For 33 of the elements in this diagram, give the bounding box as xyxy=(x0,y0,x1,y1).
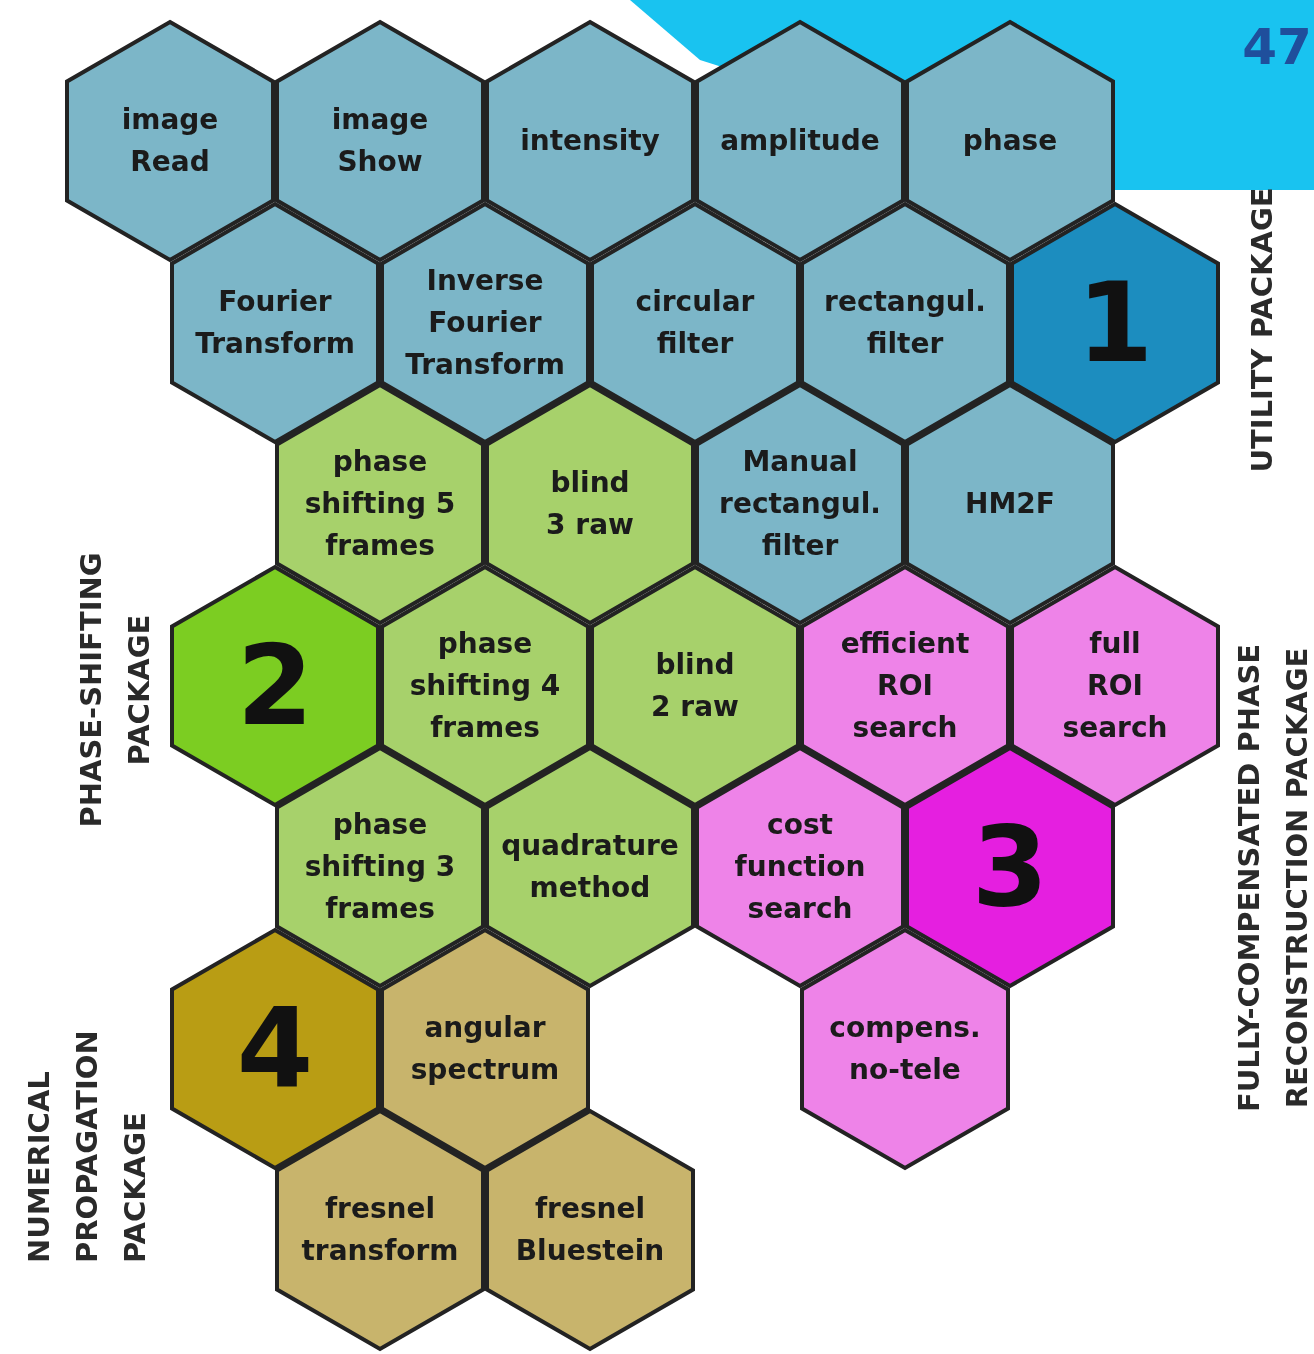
package-title: UTILITY PACKAGE xyxy=(1244,186,1280,475)
tile-label: phase shifting 4 frames xyxy=(408,625,562,746)
tile-label: blind 3 raw xyxy=(545,465,635,543)
tile-label: Fourier Transform xyxy=(194,283,356,362)
tile-label: intensity xyxy=(519,123,661,159)
tile-label: quadrature method xyxy=(500,828,680,906)
tile-label: phase shifting 3 frames xyxy=(303,807,457,927)
page-number: 47 xyxy=(1242,17,1312,77)
package-title: NUMERICAL PROPAGATION PACKAGE xyxy=(21,1029,153,1263)
tile-label: circular filter xyxy=(634,283,756,362)
tile-label: image Show xyxy=(330,102,430,180)
tile-label: phase xyxy=(961,123,1059,159)
tile-label: Manual rectangul. filter xyxy=(718,444,882,564)
tile-label: fresnel Bluestein xyxy=(514,1191,666,1269)
tile-label: image Read xyxy=(120,102,220,180)
tile-label: cost function search xyxy=(733,807,867,927)
tile-label: full ROI search xyxy=(1061,625,1169,746)
tile-label: blind 2 raw xyxy=(650,646,740,725)
package-title: PHASE-SHIFTING PACKAGE xyxy=(73,551,157,830)
tile-label: Inverse Fourier Transform xyxy=(404,262,566,383)
package-number: 2 xyxy=(236,625,314,746)
package-number: 4 xyxy=(236,988,314,1109)
tile-label: HM2F xyxy=(964,486,1056,522)
tile-label: fresnel transform xyxy=(300,1191,460,1269)
tile-label: phase shifting 5 frames xyxy=(303,444,457,564)
tile-label: angular spectrum xyxy=(409,1009,561,1088)
tile-label: rectangul. filter xyxy=(823,283,987,362)
tile-label: amplitude xyxy=(719,123,881,159)
package-number: 3 xyxy=(971,807,1049,927)
tile-label: compens. no-tele xyxy=(828,1009,982,1088)
tile-label: efficient ROI search xyxy=(839,625,971,746)
package-title: FULLY-COMPENSATED PHASE RECONSTRUCTION PACKAGE xyxy=(1231,642,1314,1115)
package-number: 1 xyxy=(1076,262,1154,383)
